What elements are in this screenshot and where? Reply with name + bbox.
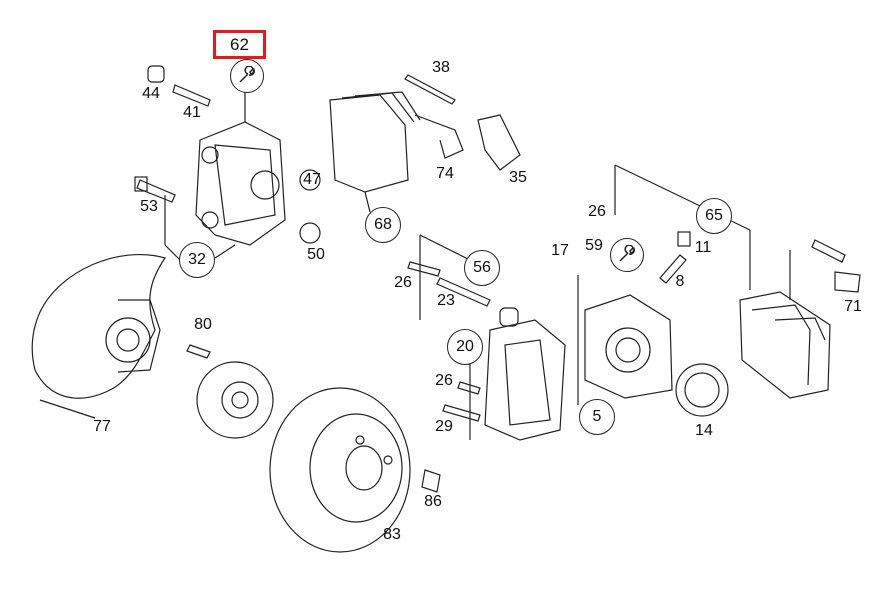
part-label-14[interactable]: 14 [695, 422, 713, 439]
part-label-26-middle[interactable]: 26 [394, 274, 412, 291]
wrench-icon [230, 59, 264, 93]
brake-disc [269, 387, 411, 553]
callout-68[interactable]: 68 [365, 207, 401, 243]
part-label-83[interactable]: 83 [383, 526, 401, 543]
part-label-26-lower[interactable]: 26 [435, 372, 453, 389]
part-label-23[interactable]: 23 [437, 292, 455, 309]
brake-pads-68 [329, 94, 409, 193]
brake-pads-65 [739, 291, 831, 399]
part-label-74[interactable]: 74 [436, 165, 454, 182]
callout-32[interactable]: 32 [179, 242, 215, 278]
caliper-floating [584, 294, 673, 399]
part-label-47[interactable]: 47 [303, 171, 321, 188]
part-label-41[interactable]: 41 [183, 104, 201, 121]
wrench-icon [610, 238, 644, 272]
part-label-38[interactable]: 38 [432, 59, 450, 76]
part-label-44[interactable]: 44 [142, 85, 160, 102]
part-label-53[interactable]: 53 [140, 198, 158, 215]
caliper-fixed [195, 121, 286, 246]
callout-65[interactable]: 65 [696, 198, 732, 234]
part-label-50[interactable]: 50 [307, 246, 325, 263]
part-label-86[interactable]: 86 [424, 493, 442, 510]
highlighted-part-62[interactable]: 62 [213, 30, 266, 59]
part-label-11[interactable]: 11 [694, 239, 712, 256]
part-label-71[interactable]: 71 [844, 298, 862, 315]
part-label-80[interactable]: 80 [194, 316, 212, 333]
part-label-35[interactable]: 35 [509, 169, 527, 186]
callout-5[interactable]: 5 [579, 399, 615, 435]
part-label-59[interactable]: 59 [585, 237, 603, 254]
callout-56[interactable]: 56 [464, 250, 500, 286]
part-label-17[interactable]: 17 [551, 242, 569, 259]
caliper-carrier [484, 319, 566, 441]
part-label-8[interactable]: 8 [675, 273, 685, 290]
part-label-26-upper[interactable]: 26 [588, 203, 606, 220]
callout-20[interactable]: 20 [447, 329, 483, 365]
part-label-77[interactable]: 77 [93, 418, 111, 435]
anti-rattle-spring [477, 114, 521, 171]
part-label-29[interactable]: 29 [435, 418, 453, 435]
dust-shield [31, 254, 166, 399]
